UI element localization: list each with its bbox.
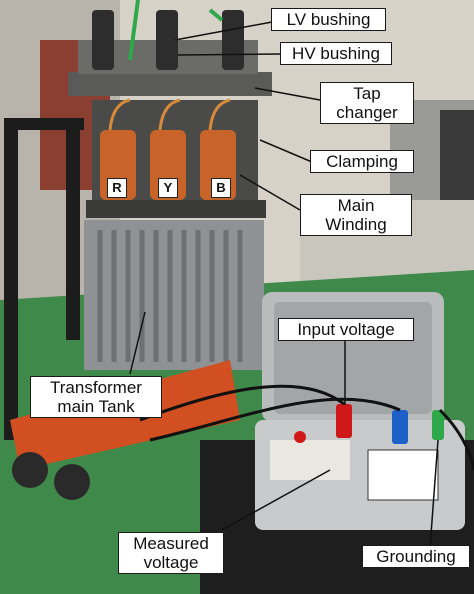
clamping-label: Clamping xyxy=(310,150,414,173)
transformer-main-tank-text-line1: Transformer xyxy=(50,378,142,397)
phase-label-b: B xyxy=(211,178,231,198)
stop-button xyxy=(294,431,306,443)
green-lead-2 xyxy=(208,8,224,22)
measured-voltage-text-line2: voltage xyxy=(143,553,199,572)
input-voltage-text: Input voltage xyxy=(297,320,395,339)
lv-bushing-text: LV bushing xyxy=(286,10,371,29)
main-winding-label: Main Winding xyxy=(300,194,412,236)
blue-connector xyxy=(392,410,408,444)
winding-leads xyxy=(108,98,231,131)
jack-wheel-1 xyxy=(12,452,48,488)
lv-bushing-label: LV bushing xyxy=(271,8,386,31)
main-winding-text-line1: Main xyxy=(337,196,375,215)
instrument-screen xyxy=(367,449,439,501)
jack-handle-left xyxy=(4,120,18,440)
grounding-label: Grounding xyxy=(362,545,470,568)
hv-bushing-label: HV bushing xyxy=(280,42,392,65)
test-cable-1 xyxy=(139,384,345,422)
measured-voltage-label: Measured voltage xyxy=(118,532,224,574)
clamping-text: Clamping xyxy=(326,152,398,171)
ground-cable xyxy=(438,408,474,471)
jack-handle-top xyxy=(4,118,84,130)
phase-label-y: Y xyxy=(158,178,178,198)
main-winding-text-line2: Winding xyxy=(325,215,387,234)
green-lead xyxy=(128,0,140,61)
bushing-2 xyxy=(156,10,178,70)
tap-changer-label: Tap changer xyxy=(320,82,414,124)
top-frame xyxy=(68,72,272,96)
tank-fins xyxy=(97,230,243,362)
grounding-text: Grounding xyxy=(376,547,456,566)
pointer-lines xyxy=(129,21,439,549)
clamp-bottom xyxy=(86,200,266,218)
ground-connector xyxy=(432,410,444,440)
monitor xyxy=(440,110,474,200)
bushing-1 xyxy=(92,10,114,70)
tap-changer-text-line1: Tap xyxy=(353,84,381,103)
phase-label-r: R xyxy=(107,178,127,198)
bushing-3 xyxy=(222,10,244,70)
transformer-main-tank-text-line2: main Tank xyxy=(57,397,135,416)
jack-wheel-2 xyxy=(54,464,90,500)
transformer-main-tank-label: Transformer main Tank xyxy=(30,376,162,418)
test-cable-2 xyxy=(149,397,401,442)
measured-voltage-text-line1: Measured xyxy=(133,534,209,553)
tap-changer-text-line2: changer xyxy=(336,103,398,122)
instrument-display xyxy=(270,440,350,480)
red-connector xyxy=(336,404,352,438)
main-tank xyxy=(84,220,264,370)
input-voltage-label: Input voltage xyxy=(278,318,414,341)
hv-bushing-text: HV bushing xyxy=(292,44,380,63)
jack-handle-right xyxy=(66,120,80,340)
